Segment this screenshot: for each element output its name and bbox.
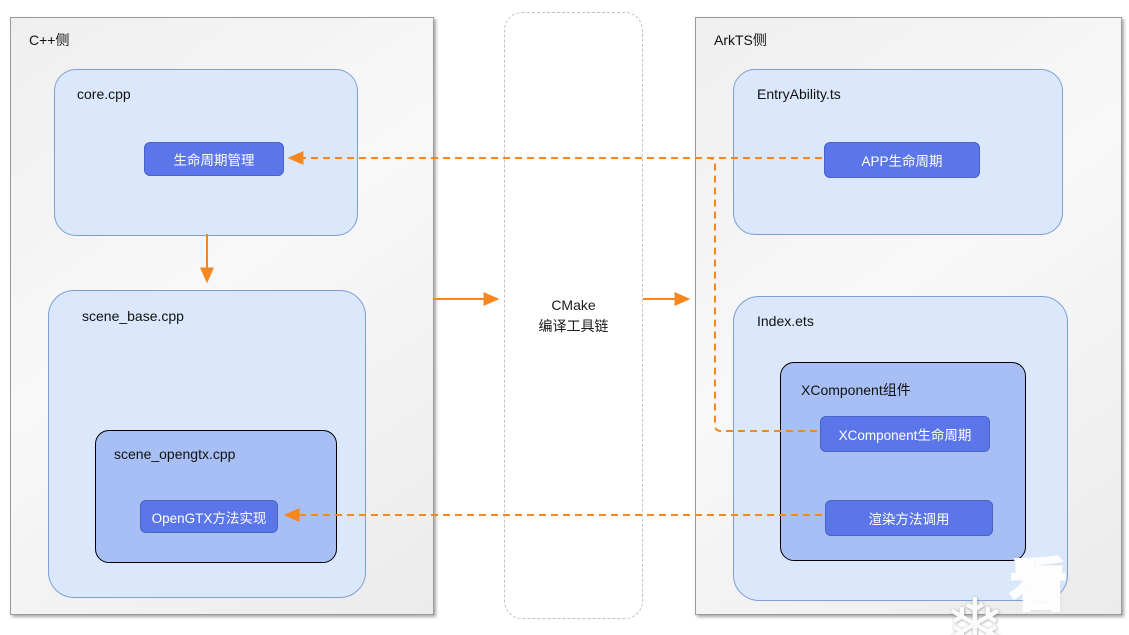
render-call-node: 渲染方法调用 [825,500,993,536]
core-cpp-box: core.cpp 生命周期管理 [54,69,358,236]
snowflake-icon: ❄ [944,583,1007,635]
xcomponent-lifecycle-node: XComponent生命周期 [820,416,990,452]
cmake-toolchain-box: CMake 编译工具链 [504,12,643,619]
watermark-text: 看雪 [1009,553,1074,635]
cmake-toolchain-line1: CMake [551,296,596,313]
cmake-toolchain-line2: 编译工具链 [538,317,609,334]
entryability-box: EntryAbility.ts APP生命周期 [733,69,1063,235]
xcomponent-box: XComponent组件 XComponent生命周期 渲染方法调用 [780,362,1026,561]
app-lifecycle-node: APP生命周期 [824,142,980,178]
scene-opengtx-label: scene_opengtx.cpp [114,446,236,462]
entryability-label: EntryAbility.ts [757,86,841,102]
index-ets-label: Index.ets [757,313,814,329]
kanxue-watermark: ❄ 看雪 [944,546,1129,635]
cpp-side-container: C++侧 core.cpp 生命周期管理 scene_base.cpp scen… [10,17,434,615]
arkts-side-container: ArkTS侧 EntryAbility.ts APP生命周期 Index.ets… [695,17,1122,615]
scene-base-box: scene_base.cpp scene_opengtx.cpp OpenGTX… [48,290,366,598]
scene-base-label: scene_base.cpp [82,308,184,324]
xcomponent-label: XComponent组件 [801,382,911,398]
index-ets-box: Index.ets XComponent组件 XComponent生命周期 渲染… [733,296,1068,601]
opengtx-impl-node: OpenGTX方法实现 [140,500,278,533]
scene-opengtx-box: scene_opengtx.cpp OpenGTX方法实现 [95,430,337,563]
cpp-side-title: C++侧 [29,32,70,48]
arkts-side-title: ArkTS侧 [714,32,767,48]
lifecycle-manage-node: 生命周期管理 [144,142,284,176]
core-cpp-label: core.cpp [77,86,131,102]
